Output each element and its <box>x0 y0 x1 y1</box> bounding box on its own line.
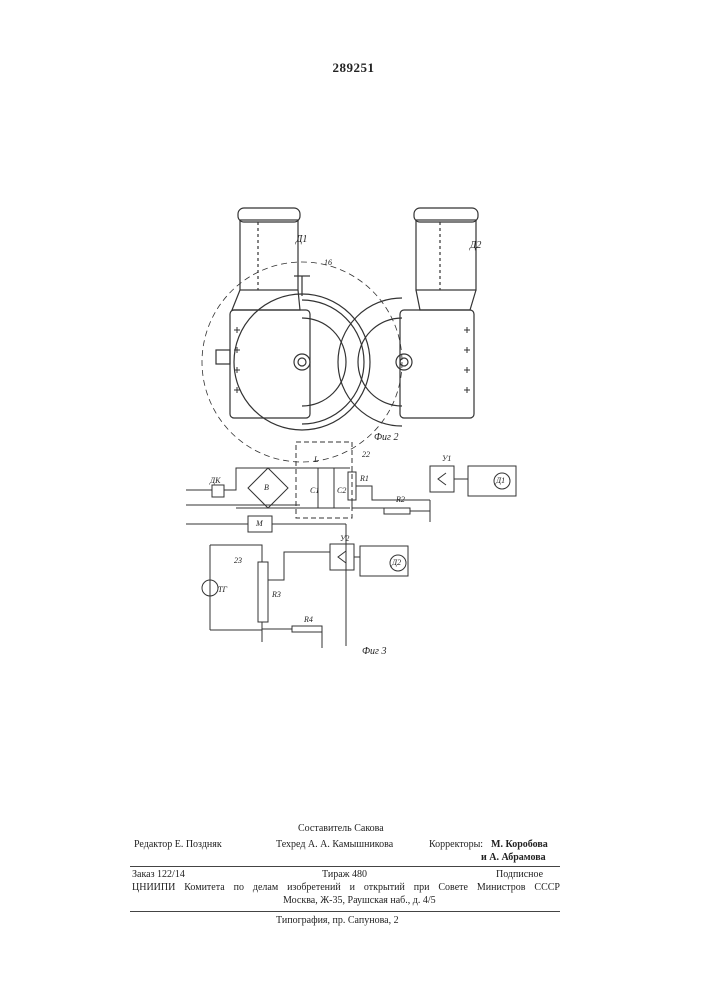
right-hub <box>396 354 412 370</box>
label-c2: C2 <box>337 486 346 495</box>
amplifier-y2 <box>330 544 354 570</box>
institute: ЦНИИПИ Комитета по делам изобретений и о… <box>132 881 560 894</box>
label-r4: R4 <box>304 615 313 624</box>
amplifier-y1 <box>430 466 454 492</box>
label-r2: R2 <box>396 495 405 504</box>
dk-block <box>212 485 224 497</box>
circuit-fig3 <box>186 442 516 648</box>
correctors-label: Корректоры: <box>429 838 483 851</box>
label-d1-circuit: Д1 <box>496 476 505 485</box>
label-r1: R1 <box>360 474 369 483</box>
left-hub <box>294 354 310 370</box>
label-m: M <box>256 519 263 528</box>
label-d2-circuit: Д2 <box>392 558 401 567</box>
label-22: 22 <box>362 450 370 459</box>
rule-bottom <box>130 911 560 912</box>
label-tg: ТГ <box>218 585 227 594</box>
r3 <box>258 562 268 622</box>
corrector-2: и А. Абрамова <box>481 851 546 864</box>
rule-top <box>130 866 560 867</box>
techred: Техред А. А. Камышникова <box>276 838 393 851</box>
compiler: Составитель Сакова <box>298 822 384 835</box>
address: Москва, Ж-35, Раушская наб., д. 4/5 <box>283 894 436 907</box>
label-y2: У2 <box>340 534 349 543</box>
motor-d2 <box>414 208 478 310</box>
fig3-caption: Фиг 3 <box>362 646 386 657</box>
label-dk: ДК <box>210 476 220 485</box>
label-c1: C1 <box>310 486 319 495</box>
order-number: Заказ 122/14 <box>132 868 185 881</box>
subscription: Подписное <box>496 868 543 881</box>
label-l: L <box>314 455 318 464</box>
label-d2: Д2 <box>470 240 481 251</box>
corrector-1: М. Коробова <box>491 838 548 851</box>
label-16: 16 <box>324 258 332 267</box>
left-terminal <box>216 350 230 364</box>
printing-house: Типография, пр. Сапунова, 2 <box>276 914 399 927</box>
label-23: 23 <box>234 556 242 565</box>
fig2-caption: Фиг 2 <box>374 432 398 443</box>
label-b: B <box>264 483 269 492</box>
right-housing <box>400 310 474 418</box>
r4 <box>292 626 322 632</box>
print-run: Тираж 480 <box>322 868 367 881</box>
technical-drawing <box>0 0 707 700</box>
editor: Редактор Е. Поздняк <box>134 838 222 851</box>
r2 <box>384 508 410 514</box>
label-y1: У1 <box>442 454 451 463</box>
left-rotor-outer <box>234 294 370 430</box>
label-r3: R3 <box>272 590 281 599</box>
motor-d1-circuit <box>468 466 516 496</box>
label-d1: Д1 <box>296 234 307 245</box>
